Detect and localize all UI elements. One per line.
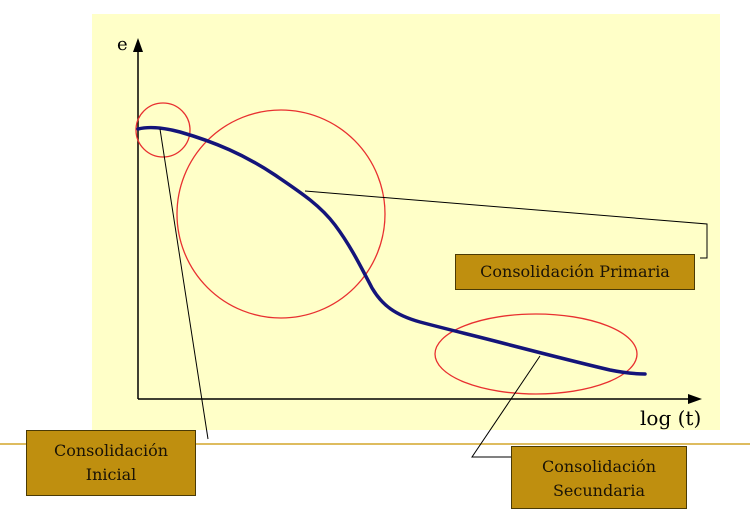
initial-consolidation-text-line2: Inicial xyxy=(85,465,137,484)
secondary-consolidation-ellipse xyxy=(434,313,638,395)
plot-background xyxy=(92,14,720,430)
secondary-leader-line xyxy=(471,355,541,458)
x-axis-arrow xyxy=(688,394,702,404)
primary-consolidation-circle xyxy=(176,109,386,319)
consolidation-curve xyxy=(136,125,647,376)
secondary-consolidation-label: Consolidación Secundaria xyxy=(511,446,687,509)
initial-consolidation-circle xyxy=(135,102,191,158)
secondary-consolidation-text-line2: Secundaria xyxy=(552,481,646,500)
primary-consolidation-label: Consolidación Primaria xyxy=(455,254,695,290)
primary-consolidation-text: Consolidación Primaria xyxy=(480,262,670,281)
initial-leader-line xyxy=(159,128,209,440)
y-axis-label: e xyxy=(117,34,128,55)
initial-consolidation-text-line1: Consolidación xyxy=(53,441,169,460)
secondary-consolidation-text-line1: Consolidación xyxy=(541,457,657,476)
initial-consolidation-label: Consolidación Inicial xyxy=(26,430,196,496)
primary-leader-line xyxy=(304,190,708,259)
y-axis-arrow xyxy=(133,38,143,52)
x-axis-label: log (t) xyxy=(640,406,701,430)
